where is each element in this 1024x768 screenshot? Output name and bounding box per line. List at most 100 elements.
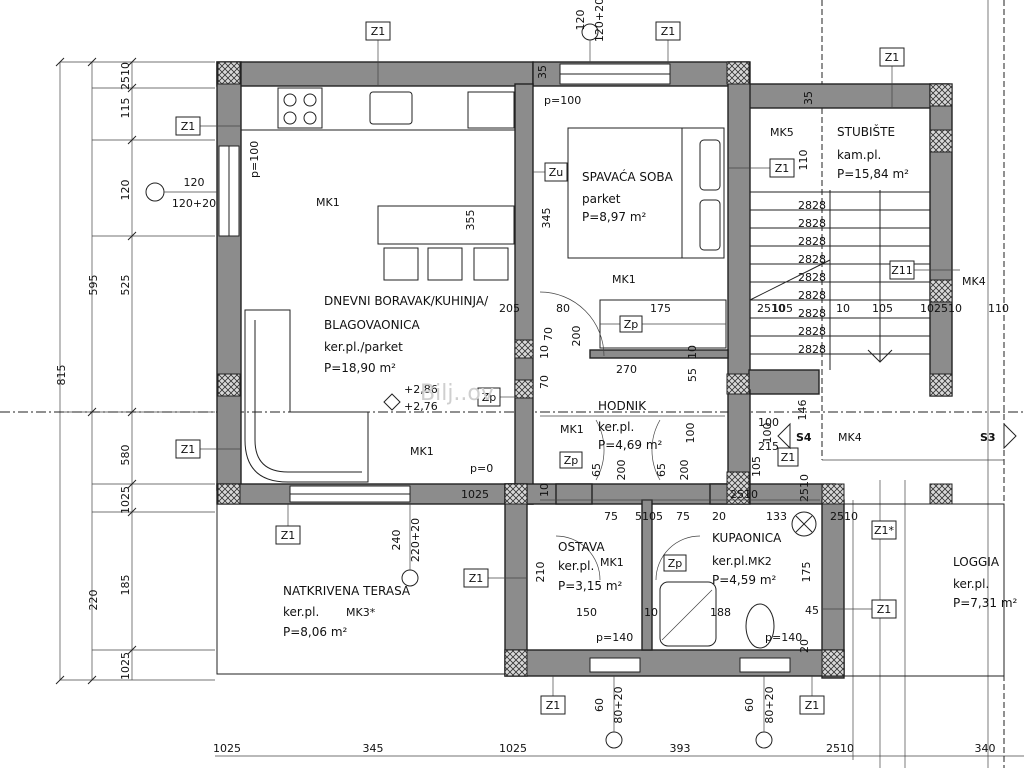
dim-bottom-345: 345 xyxy=(363,742,384,755)
svg-text:220+20: 220+20 xyxy=(409,518,422,562)
section-marker-s4: S4 xyxy=(777,422,812,450)
svg-text:65: 65 xyxy=(655,463,668,477)
stair-flight xyxy=(749,190,930,370)
terrace-slab xyxy=(216,503,506,675)
svg-text:Z1: Z1 xyxy=(877,603,892,616)
svg-text:60: 60 xyxy=(743,698,756,712)
floor-tags: MK1 MK1 MK1 MK1 MK1 MK2 MK3* MK4 MK4 MK5 xyxy=(316,126,986,619)
dim-left-115: 115 xyxy=(119,98,132,119)
svg-text:Zp: Zp xyxy=(668,557,683,570)
svg-text:20: 20 xyxy=(798,639,811,653)
svg-text:100: 100 xyxy=(758,416,779,429)
room-stairs: STUBIŠTE kam.pl. P=15,84 m² xyxy=(837,124,909,181)
tag-mk1-living: MK1 xyxy=(316,196,340,209)
room-bath-area: P=4,59 m² xyxy=(712,573,777,587)
tag-z1-hall: Z1 xyxy=(777,447,799,467)
stair-riser-label: 28 xyxy=(812,271,826,284)
svg-text:Z1: Z1 xyxy=(181,443,196,456)
left-dimension-labels: 2510 115 120 525 580 1025 185 1025 595 2… xyxy=(55,62,132,680)
stair-riser-label: 28 xyxy=(798,307,812,320)
dim-110: 110 xyxy=(797,150,810,171)
svg-text:110: 110 xyxy=(988,302,1009,315)
svg-text:80+20: 80+20 xyxy=(763,686,776,723)
level-276: +2,76 xyxy=(404,400,438,413)
bottom-dimension-chain: 1025 345 1025 393 2510 340 xyxy=(213,742,1024,757)
room-stairs-area: P=15,84 m² xyxy=(837,167,909,181)
label-p100-top: p=100 xyxy=(544,94,581,107)
label-p140b: p=140 xyxy=(765,631,802,644)
svg-text:200: 200 xyxy=(678,460,691,481)
svg-text:2510: 2510 xyxy=(798,474,811,502)
stair-riser-label: 28 xyxy=(798,199,812,212)
label-p100-left: p=100 xyxy=(248,141,261,178)
tag-z1-bottom-right: Z1 xyxy=(799,676,825,715)
stair-riser-label: 28 xyxy=(812,199,826,212)
svg-text:55: 55 xyxy=(686,368,699,382)
tag-z1-top-mid: Z1 xyxy=(655,21,681,64)
dim-left-815: 815 xyxy=(55,365,68,386)
room-loggia-name: LOGGIA xyxy=(953,555,1000,569)
svg-text:Z1: Z1 xyxy=(469,572,484,585)
level-286: +2,86 xyxy=(404,383,438,396)
svg-text:175: 175 xyxy=(800,562,813,583)
level-marker xyxy=(383,393,401,411)
dim-left-1025a: 1025 xyxy=(119,486,132,514)
svg-text:S4: S4 xyxy=(796,431,812,444)
stair-riser-label: 28 xyxy=(812,343,826,356)
svg-text:Z1*: Z1* xyxy=(874,524,895,537)
svg-text:Z1: Z1 xyxy=(885,51,900,64)
svg-text:240: 240 xyxy=(390,530,403,551)
svg-text:1025: 1025 xyxy=(461,488,489,501)
tag-zp-ward: Zp xyxy=(619,315,643,333)
stair-riser-label: 28 xyxy=(798,289,812,302)
dim-bottom-2510: 2510 xyxy=(826,742,854,755)
svg-text:Z11: Z11 xyxy=(891,264,913,277)
svg-text:10: 10 xyxy=(644,606,658,619)
room-bedroom-floor: parket xyxy=(582,192,621,206)
room-hall-name: HODNIK xyxy=(598,399,647,413)
room-bath: KUPAONICA ker.pl. P=4,59 m² xyxy=(712,531,782,587)
room-living: DNEVNI BORAVAK/KUHINJA/ BLAGOVAONICA ker… xyxy=(324,294,489,375)
svg-text:75: 75 xyxy=(604,510,618,523)
dim-bottom-1025b: 1025 xyxy=(499,742,527,755)
wall-tags: Z1 Z1 Z1 Z1 Z1 Zu Z1 Zp Zp Zp Zp Z11 Z1 … xyxy=(175,21,960,715)
svg-text:150: 150 xyxy=(576,606,597,619)
bed xyxy=(567,127,725,259)
tag-mk1-bed: MK1 xyxy=(612,273,636,286)
room-hall-area: P=4,69 m² xyxy=(598,438,663,452)
svg-text:Z1: Z1 xyxy=(546,699,561,712)
tag-mk1-hall: MK1 xyxy=(560,423,584,436)
room-loggia-area: P=7,31 m² xyxy=(953,596,1018,610)
room-living-name2: BLAGOVAONICA xyxy=(324,318,421,332)
stair-riser-label: 28 xyxy=(798,217,812,230)
svg-text:Z1: Z1 xyxy=(775,162,790,175)
svg-text:65: 65 xyxy=(590,463,603,477)
tag-mk3: MK3* xyxy=(346,606,376,619)
tag-z1-bath: Z1 xyxy=(822,599,897,619)
room-stairs-floor: kam.pl. xyxy=(837,148,881,162)
tag-z1-terrace: Z1 xyxy=(275,504,301,545)
tag-z1-storage: Z1 xyxy=(463,568,527,588)
room-hall: HODNIK ker.pl. P=4,69 m² xyxy=(598,399,663,452)
label-p140a: p=140 xyxy=(596,631,633,644)
stair-riser-label: 28 xyxy=(798,325,812,338)
dim-left-580: 580 xyxy=(119,445,132,466)
dim-left-525: 525 xyxy=(119,275,132,296)
svg-text:215: 215 xyxy=(758,440,779,453)
svg-text:2510: 2510 xyxy=(730,488,758,501)
dim-35-top: 35 xyxy=(536,65,549,79)
svg-text:120+20: 120+20 xyxy=(593,0,606,42)
dim-35-stairs: 35 xyxy=(802,91,815,105)
sofa xyxy=(244,309,369,483)
dim-left-2510: 2510 xyxy=(119,62,132,90)
dim-left-120: 120 xyxy=(119,180,132,201)
label-p0: p=0 xyxy=(470,462,493,475)
svg-text:175: 175 xyxy=(650,302,671,315)
tag-mk1-storage: MK1 xyxy=(600,556,624,569)
kitchen-counter xyxy=(240,85,516,131)
room-bath-name: KUPAONICA xyxy=(712,531,782,545)
svg-text:70: 70 xyxy=(542,327,555,341)
room-living-name: DNEVNI BORAVAK/KUHINJA/ xyxy=(324,294,489,308)
